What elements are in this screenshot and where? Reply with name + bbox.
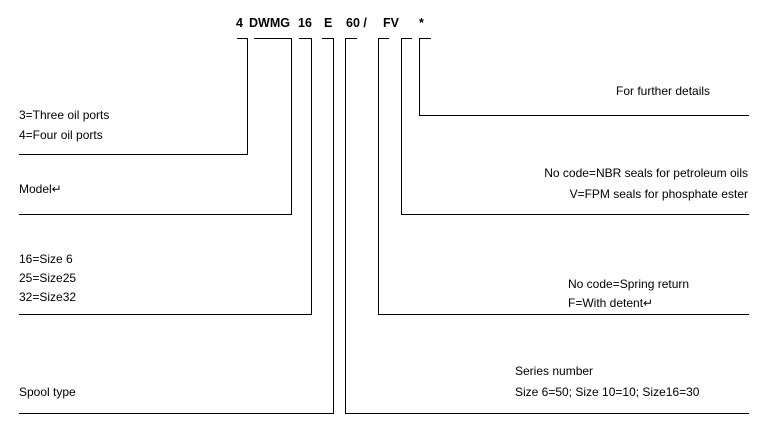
bracket-spool [19, 38, 334, 414]
series-values: Size 6=50; Size 10=10; Size16=30 [515, 385, 700, 399]
bracket-model [19, 38, 292, 215]
code-ports: 4 [236, 16, 243, 30]
model-label: Model↵ [19, 182, 62, 196]
bracket-size [19, 38, 312, 315]
detent-option: F=With detent↵ [568, 296, 654, 310]
code-series: 60 / [346, 16, 367, 30]
bracket-series [345, 38, 749, 414]
seals-option: No code=NBR seals for petroleum oils [544, 166, 748, 180]
bracket-seals [401, 38, 749, 215]
bracket-further [419, 38, 749, 116]
ports-option: 4=Four oil ports [19, 128, 103, 142]
code-spool: E [324, 16, 333, 30]
detent-option: No code=Spring return [568, 277, 690, 291]
series-label: Series number [515, 364, 594, 378]
bracket-ports [19, 38, 248, 155]
code-model: DWMG [249, 16, 290, 30]
size-option: 32=Size32 [19, 290, 77, 304]
code-size: 16 [298, 16, 312, 30]
spool-label: Spool type [19, 385, 76, 399]
ports-option: 3=Three oil ports [19, 108, 110, 122]
seals-option: V=FPM seals for phosphate ester [569, 187, 748, 201]
code-further: * [419, 16, 424, 30]
code-seals: FV [383, 16, 399, 30]
size-option: 25=Size25 [19, 271, 77, 285]
further-details-label: For further details [616, 84, 711, 98]
bracket-detent [378, 38, 749, 315]
size-option: 16=Size 6 [19, 252, 73, 266]
